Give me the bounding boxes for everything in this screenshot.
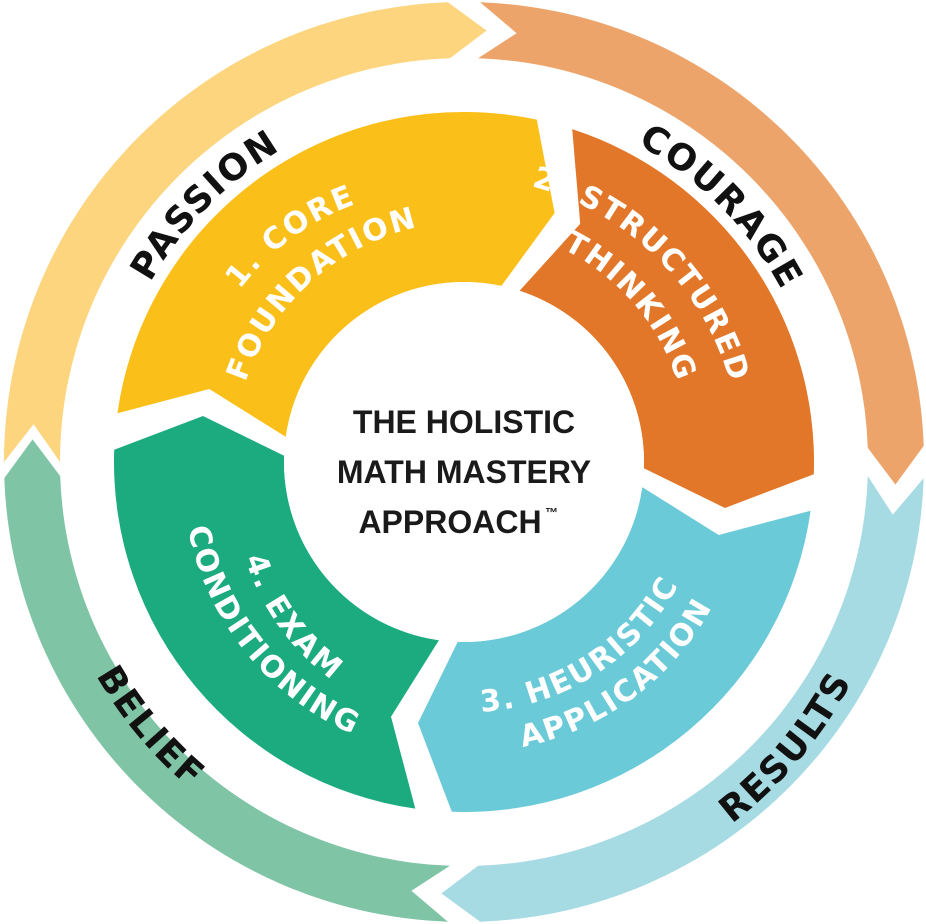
center-title-line1: THE HOLISTIC xyxy=(353,404,575,440)
center-circle xyxy=(284,282,644,642)
trademark-mark: ™ xyxy=(545,505,558,520)
center-title-line2: MATH MASTERY xyxy=(337,454,591,490)
outer-segment-courage xyxy=(478,2,924,485)
outer-segment-passion xyxy=(4,2,487,463)
outer-segment-results xyxy=(441,476,924,922)
outer-segment-belief xyxy=(4,439,450,922)
center-title-line3: APPROACH xyxy=(358,504,541,540)
outer-label-results: RESULTS xyxy=(712,665,861,831)
inner-ring xyxy=(113,111,815,813)
inner-segment-exam-conditioning xyxy=(113,416,439,809)
inner-segment-heuristic-application xyxy=(418,487,811,813)
outer-ring xyxy=(4,2,924,922)
inner-segment-structured-thinking xyxy=(519,129,815,508)
inner-segment-core-foundation xyxy=(117,111,555,437)
